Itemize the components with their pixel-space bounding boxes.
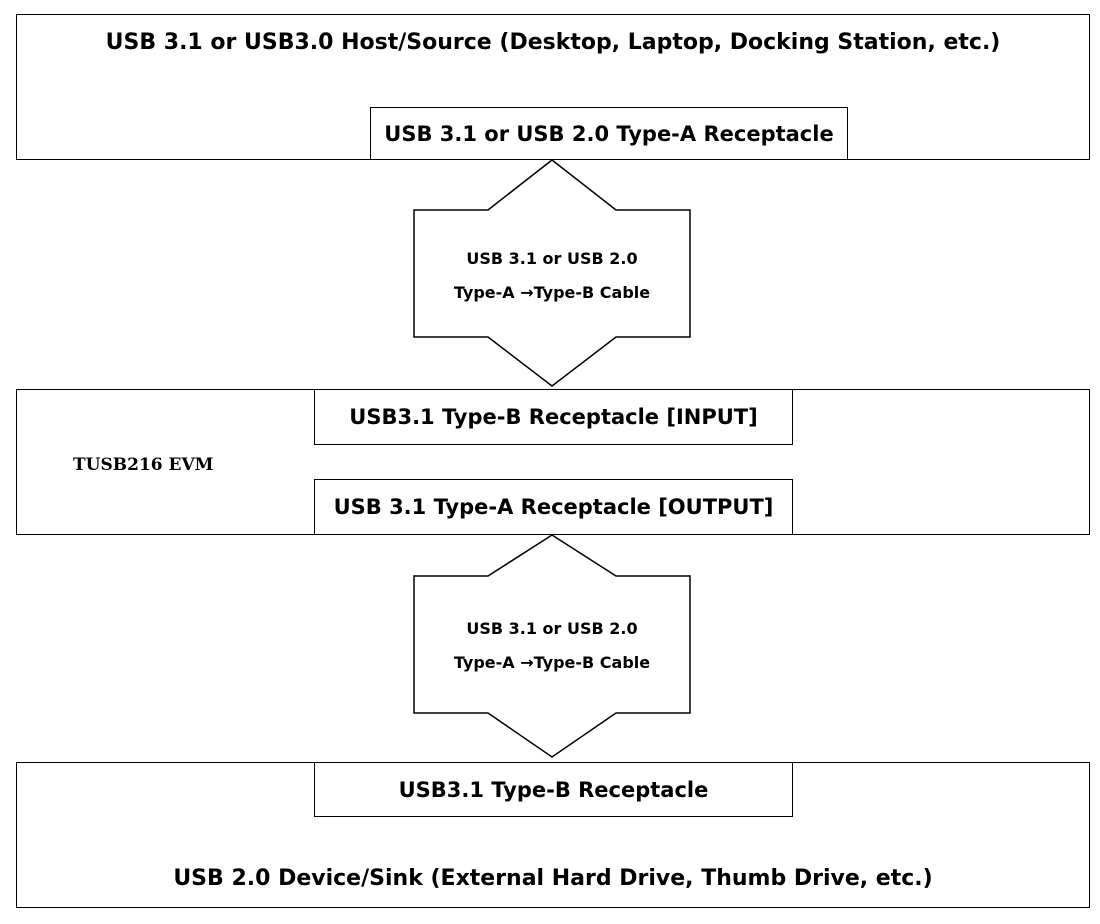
device-type-b-receptacle: USB3.1 Type-B Receptacle: [314, 762, 793, 817]
host-source-title: USB 3.1 or USB3.0 Host/Source (Desktop, …: [105, 30, 1001, 55]
upper-cable-line2: Type-A →Type-B Cable: [453, 283, 651, 302]
evm-output-receptacle: USB 3.1 Type-A Receptacle [OUTPUT]: [314, 479, 793, 535]
host-type-a-receptacle: USB 3.1 or USB 2.0 Type-A Receptacle: [370, 107, 848, 160]
lower-cable-line2: Type-A →Type-B Cable: [453, 653, 651, 672]
upper-cable-label: USB 3.1 or USB 2.0 Type-A →Type-B Cable: [414, 242, 690, 310]
device-sink-title: USB 2.0 Device/Sink (External Hard Drive…: [173, 866, 933, 891]
upper-cable-line1: USB 3.1 or USB 2.0: [466, 249, 638, 268]
lower-cable-label: USB 3.1 or USB 2.0 Type-A →Type-B Cable: [414, 612, 690, 680]
evm-name: TUSB216 EVM: [73, 455, 214, 475]
evm-input-receptacle: USB3.1 Type-B Receptacle [INPUT]: [314, 389, 793, 445]
lower-cable-line1: USB 3.1 or USB 2.0: [466, 619, 638, 638]
